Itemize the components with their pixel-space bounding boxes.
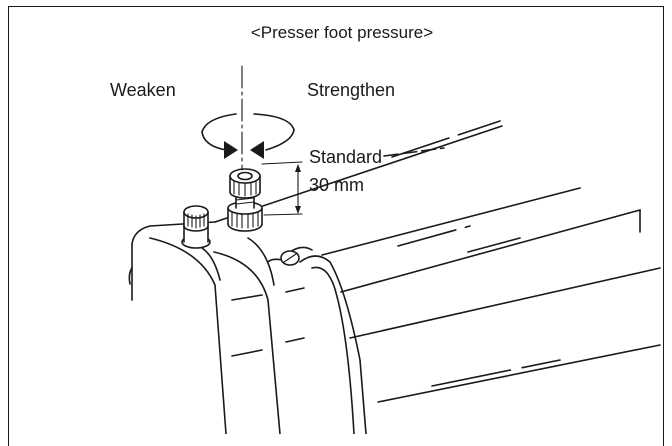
machine-arm [214, 120, 661, 403]
weaken-label: Weaken [110, 80, 176, 100]
measurement-label: 30 mm [309, 175, 364, 195]
rotation-arrows-icon [201, 113, 295, 159]
machine-head [128, 221, 305, 434]
diagram-frame [8, 6, 664, 446]
strengthen-arrowhead-icon [250, 141, 264, 159]
standard-label: Standard [309, 147, 382, 167]
dimension-indicator [261, 147, 445, 216]
weaken-arrowhead-icon [224, 141, 238, 159]
pressure-adjusting-screw [227, 168, 263, 232]
presser-foot-diagram: <Presser foot pressure> Weaken Strengthe… [110, 23, 661, 434]
diagram-title: <Presser foot pressure> [251, 23, 433, 42]
rear-cover [267, 246, 367, 434]
thread-tension-knob [181, 205, 211, 249]
strengthen-label: Strengthen [307, 80, 395, 100]
